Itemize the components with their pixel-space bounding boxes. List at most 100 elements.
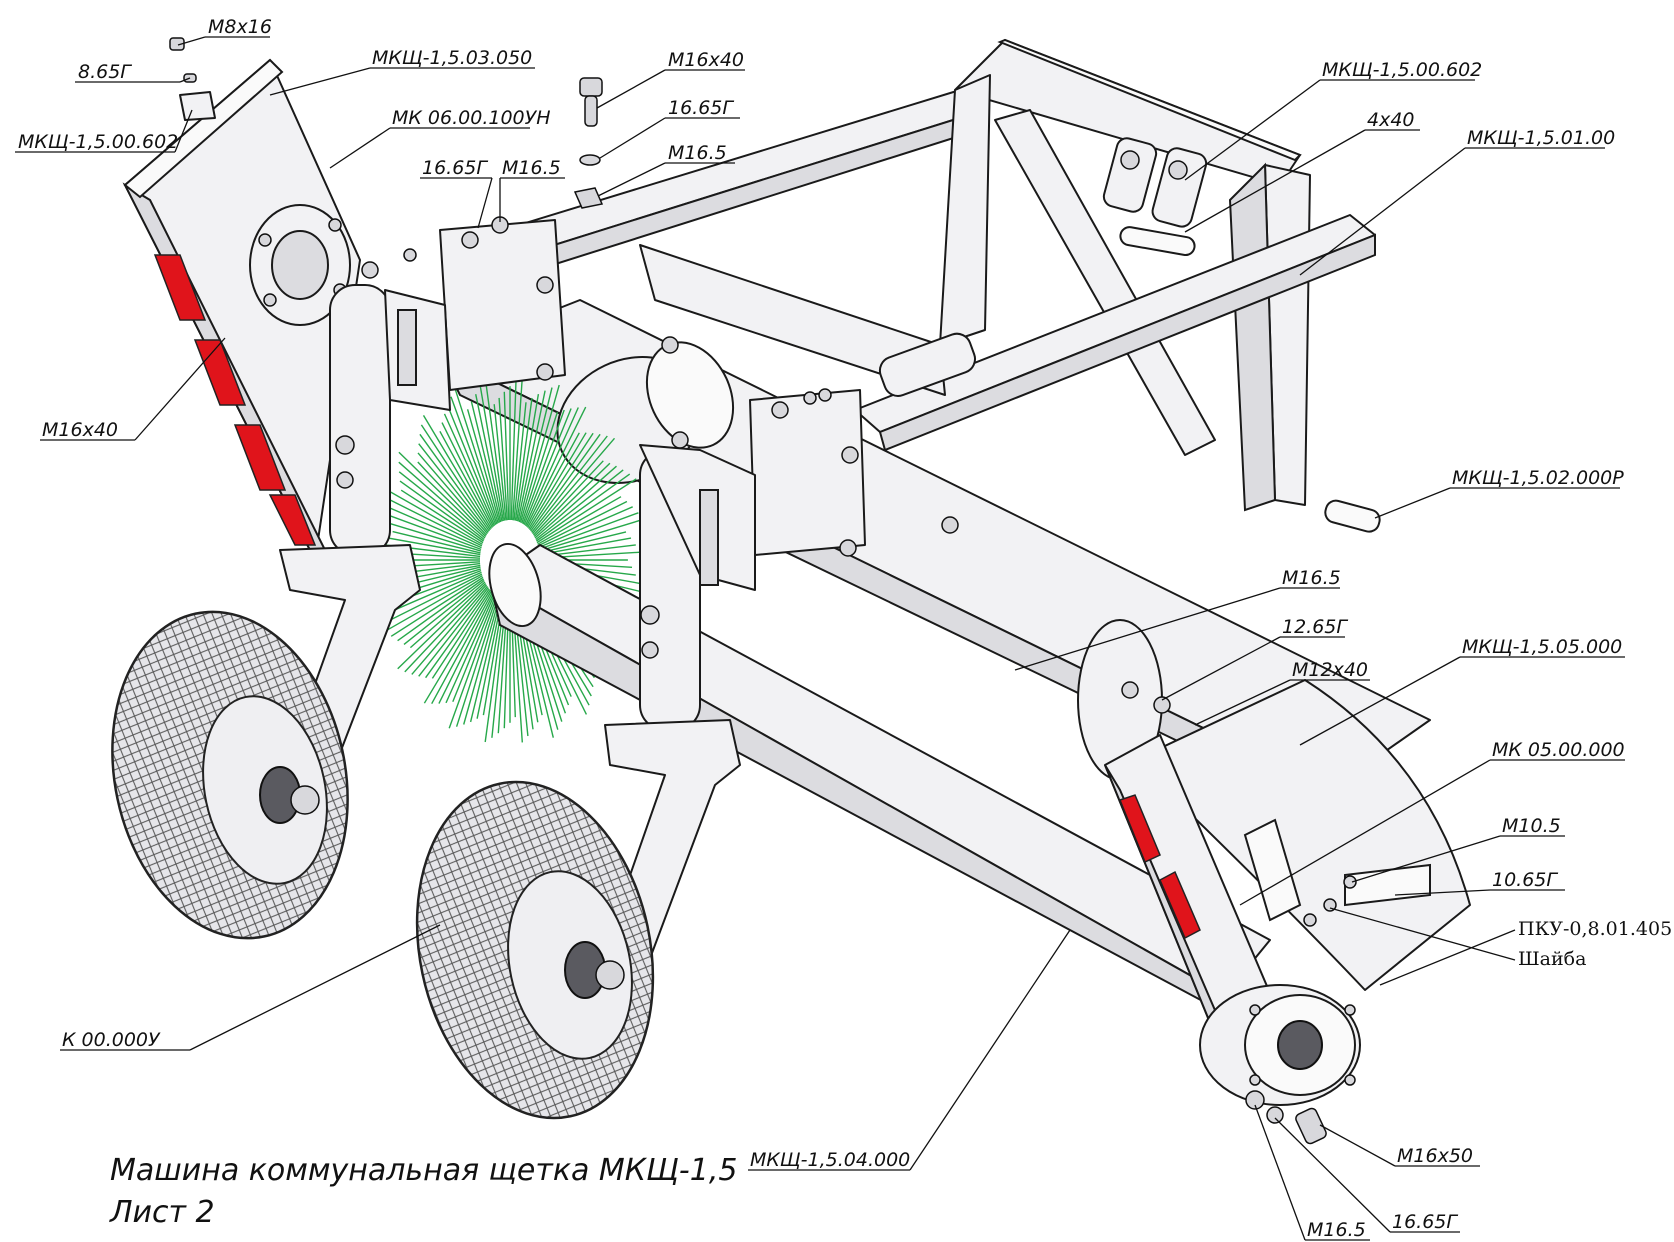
label-mksh50100: МКЩ-1,5.01.00 bbox=[1467, 127, 1615, 149]
bristle bbox=[526, 432, 580, 528]
bristle bbox=[524, 407, 579, 526]
mounting-plates bbox=[403, 77, 959, 557]
label-pin4x40: 4х40 bbox=[1367, 109, 1415, 131]
bristle bbox=[418, 587, 489, 677]
bristle bbox=[420, 424, 491, 531]
bristle bbox=[380, 485, 483, 545]
bristle bbox=[538, 506, 633, 549]
bristle bbox=[431, 592, 494, 705]
label-m165-mid: М16.5 bbox=[502, 157, 561, 179]
bristle bbox=[466, 409, 501, 523]
label-m165-bottom: М16.5 bbox=[1307, 1219, 1366, 1241]
bristle bbox=[528, 432, 587, 530]
label-mksh503050: МКЩ-1,5.03.050 bbox=[372, 47, 532, 69]
bristle bbox=[463, 597, 501, 725]
title-line-2: Лист 2 bbox=[109, 1195, 215, 1230]
bristle bbox=[521, 411, 559, 524]
bristle bbox=[443, 413, 496, 526]
bristle bbox=[517, 390, 546, 522]
bristle bbox=[538, 512, 639, 551]
bristle bbox=[513, 402, 527, 521]
bristle bbox=[533, 462, 611, 538]
bristle bbox=[445, 594, 496, 704]
bristle bbox=[399, 480, 485, 542]
label-k00000u: К 00.000У bbox=[62, 1029, 161, 1051]
bristle bbox=[534, 465, 617, 539]
bristle bbox=[475, 394, 503, 522]
bristle bbox=[398, 471, 485, 541]
bristle bbox=[484, 379, 506, 521]
label-mksh504000: МКЩ-1,5.04.000 bbox=[750, 1149, 910, 1171]
bristle bbox=[498, 397, 508, 521]
label-m16x50: М16х50 bbox=[1397, 1145, 1473, 1167]
bristle bbox=[382, 495, 483, 547]
bristle bbox=[378, 573, 483, 627]
bristle bbox=[537, 496, 622, 545]
bristle bbox=[539, 537, 632, 556]
bristle bbox=[372, 534, 481, 556]
bristle bbox=[531, 435, 608, 533]
bristle bbox=[514, 397, 533, 521]
bristle bbox=[537, 500, 628, 547]
wheel-left bbox=[111, 610, 349, 940]
bristle bbox=[384, 505, 482, 549]
label-w1065: 10.65Г bbox=[1492, 869, 1558, 891]
bristle bbox=[503, 391, 510, 521]
bristle bbox=[454, 387, 499, 524]
bristle bbox=[423, 590, 492, 704]
bristle bbox=[439, 430, 494, 528]
bristle bbox=[539, 531, 627, 554]
bristle bbox=[400, 489, 484, 544]
label-w1665-top: 16.65Г bbox=[668, 97, 734, 119]
bristle bbox=[425, 588, 490, 679]
frame bbox=[469, 38, 1381, 533]
wheel-right bbox=[415, 780, 655, 1120]
bristle bbox=[404, 584, 488, 673]
bristle bbox=[417, 452, 488, 535]
label-m8x16: М8х16 bbox=[208, 16, 272, 38]
bristle bbox=[522, 409, 565, 525]
bristle bbox=[431, 589, 491, 679]
label-m165-top: М16.5 bbox=[668, 142, 727, 164]
title-line-1: Машина коммунальная щетка МКЩ-1,5 bbox=[110, 1153, 737, 1188]
bristle bbox=[411, 585, 488, 675]
label-w1665-mid: 16.65Г bbox=[422, 157, 488, 179]
label-m105: М10.5 bbox=[1502, 815, 1561, 837]
label-m12x40: М12х40 bbox=[1292, 659, 1368, 681]
label-pku: ПКУ-0,8.01.405 bbox=[1518, 918, 1672, 940]
label-mksh505000: МКЩ-1,5.05.000 bbox=[1462, 636, 1622, 658]
bristle bbox=[419, 433, 490, 532]
bristle bbox=[519, 384, 560, 523]
bristle bbox=[394, 571, 482, 611]
bristle bbox=[422, 415, 492, 530]
bristle bbox=[398, 451, 487, 538]
bristle bbox=[530, 433, 601, 532]
bristle bbox=[510, 380, 517, 521]
bristle bbox=[397, 582, 487, 670]
bristle bbox=[452, 594, 497, 702]
bristle bbox=[403, 579, 485, 645]
bristle bbox=[455, 596, 499, 727]
bristle bbox=[518, 387, 553, 523]
bristle bbox=[397, 578, 485, 642]
bristle bbox=[409, 581, 486, 649]
label-mksh500602-right: МКЩ-1,5.00.602 bbox=[1322, 59, 1482, 81]
bristle bbox=[535, 473, 631, 542]
bristle bbox=[538, 518, 645, 552]
bristle bbox=[479, 386, 504, 522]
bristle bbox=[532, 437, 616, 535]
bristle bbox=[418, 443, 489, 533]
bristle bbox=[392, 530, 481, 554]
bristle bbox=[529, 432, 594, 531]
bristle bbox=[448, 595, 498, 729]
bristle bbox=[470, 401, 502, 523]
label-mksh502000r: МКЩ-1,5.02.000Р bbox=[1452, 467, 1624, 489]
bristle bbox=[446, 404, 497, 526]
bristle bbox=[512, 375, 524, 521]
bristle bbox=[535, 469, 624, 541]
label-m165-right: М16.5 bbox=[1282, 567, 1341, 589]
label-mksh500602-left: МКЩ-1,5.00.602 bbox=[18, 131, 178, 153]
bristle bbox=[386, 514, 482, 551]
bristle bbox=[523, 408, 572, 526]
